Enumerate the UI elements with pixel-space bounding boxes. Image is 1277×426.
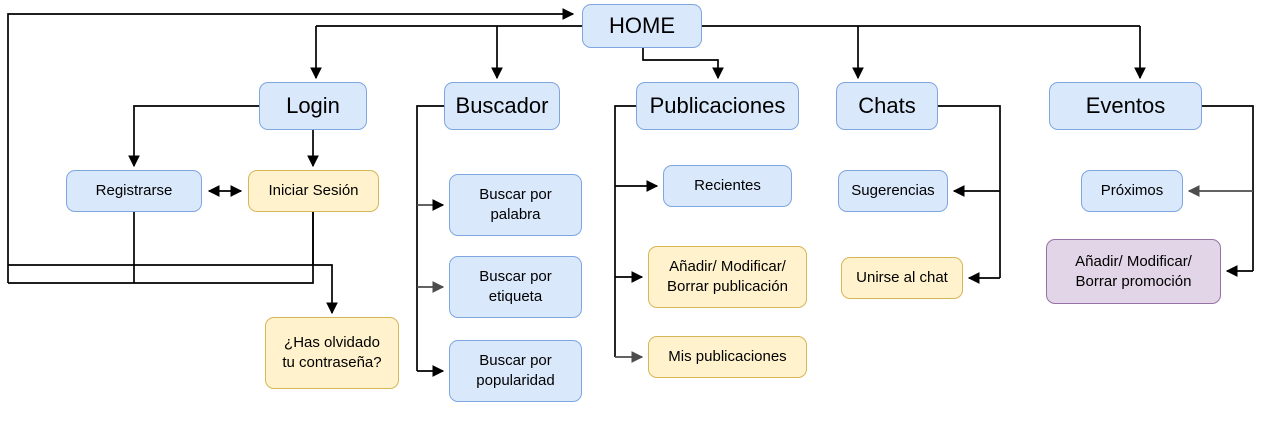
node-login[interactable]: Login bbox=[259, 82, 367, 130]
node-chats[interactable]: Chats bbox=[836, 82, 938, 130]
node-publicaciones[interactable]: Publicaciones bbox=[636, 82, 799, 130]
node-home[interactable]: HOME bbox=[582, 4, 702, 48]
edge-home-publicaciones bbox=[642, 48, 724, 80]
node-iniciar-sesion[interactable]: Iniciar Sesión bbox=[248, 170, 379, 212]
edge-outer-bottom bbox=[8, 265, 314, 284]
edge-loop-to-home bbox=[7, 8, 575, 283]
node-buscar-palabra[interactable]: Buscar por palabra bbox=[449, 174, 582, 236]
node-proximos[interactable]: Próximos bbox=[1081, 170, 1183, 212]
edge-iniciar-return bbox=[8, 212, 314, 266]
node-buscar-popularidad[interactable]: Buscar por popularidad bbox=[449, 340, 582, 402]
node-buscar-etiqueta[interactable]: Buscar por etiqueta bbox=[449, 256, 582, 318]
edge-publicaciones-trunk bbox=[614, 105, 636, 357]
node-publicacion-crud[interactable]: Añadir/ Modificar/ Borrar publicación bbox=[648, 246, 807, 308]
node-sugerencias[interactable]: Sugerencias bbox=[838, 170, 948, 212]
edge-iniciar-olvidado bbox=[312, 212, 338, 315]
node-olvido-contrasena[interactable]: ¿Has olvidado tu contraseña? bbox=[265, 317, 399, 389]
node-registrarse[interactable]: Registrarse bbox=[66, 170, 202, 212]
node-promocion-crud[interactable]: Añadir/ Modificar/ Borrar promoción bbox=[1046, 239, 1221, 304]
edge-buscador-trunk bbox=[416, 105, 444, 371]
edge-login-registrarse bbox=[128, 105, 259, 168]
node-eventos[interactable]: Eventos bbox=[1049, 82, 1202, 130]
node-unirse-al-chat[interactable]: Unirse al chat bbox=[841, 257, 963, 299]
node-mis-publicaciones[interactable]: Mis publicaciones bbox=[648, 336, 807, 378]
node-buscador[interactable]: Buscador bbox=[444, 82, 560, 130]
node-recientes[interactable]: Recientes bbox=[663, 165, 792, 207]
